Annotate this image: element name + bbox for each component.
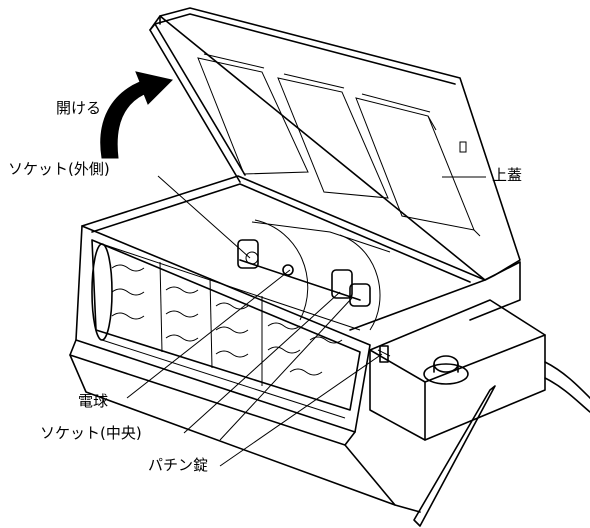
label-socket-center: ソケット(中央) (40, 424, 142, 442)
label-latch: パチン錠 (148, 456, 209, 474)
open-arrow (100, 71, 173, 159)
leader-lines (126, 175, 486, 467)
label-open: 開ける (56, 99, 102, 117)
label-bulb: 電球 (78, 392, 109, 410)
socket-outer (237, 239, 259, 269)
bulb (282, 264, 294, 276)
top-lid (149, 7, 521, 281)
control-box (369, 299, 590, 527)
main-box (69, 175, 521, 513)
interior (91, 219, 391, 419)
latch (377, 345, 391, 363)
label-socket-outer: ソケット(外側) (8, 160, 110, 178)
label-top-lid: 上蓋 (492, 166, 523, 184)
